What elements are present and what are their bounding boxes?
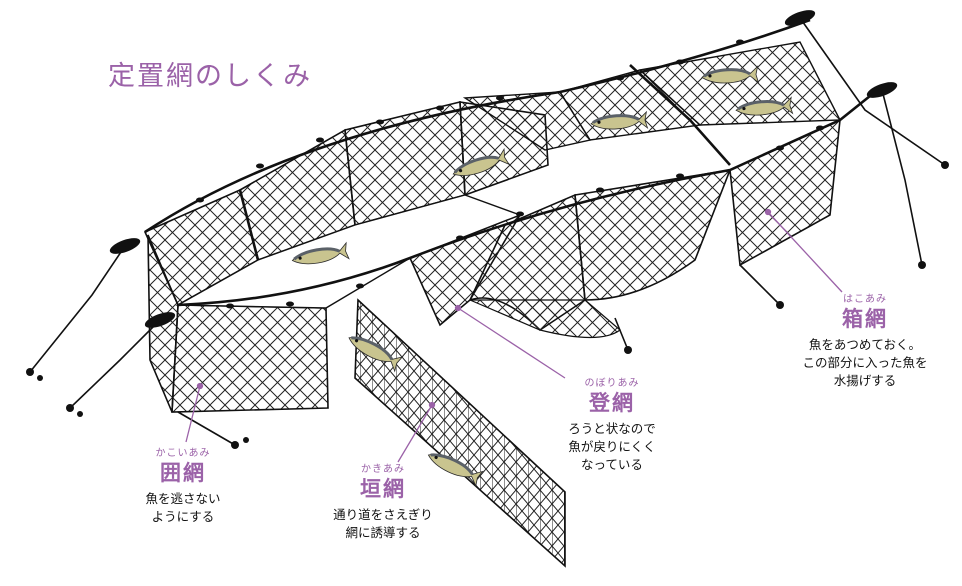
desc-kakoi-2: ようにする xyxy=(151,509,215,524)
callout-hako: はこあみ 箱網 魚をあつめておく。 この部分に入った魚を 水揚げする xyxy=(790,294,940,390)
desc-nobori-2: 魚が戻りにくく xyxy=(568,439,656,454)
ruby-nobori: のぼりあみ xyxy=(584,378,640,389)
kaki-net-panel xyxy=(354,298,566,568)
desc-nobori-3: なっている xyxy=(581,457,643,472)
ruby-hako: はこあみ xyxy=(843,294,887,305)
hako-net-panel xyxy=(729,118,841,267)
callout-leader xyxy=(185,208,843,463)
desc-kakoi-1: 魚を逃さない xyxy=(145,491,221,506)
desc-hako-1: 魚をあつめておく。 xyxy=(808,337,922,352)
anchor-line xyxy=(29,17,946,446)
float-rope xyxy=(144,18,876,307)
term-kaki: 垣網 xyxy=(360,477,406,501)
desc-hako-2: この部分に入った魚を xyxy=(802,355,928,370)
desc-nobori-1: ろうと状なので xyxy=(568,421,656,436)
ruby-kaki: かきあみ xyxy=(361,464,405,475)
term-hako: 箱網 xyxy=(842,307,888,331)
anchor-icon xyxy=(26,161,949,449)
ruby-kakoi: かこいあみ xyxy=(155,448,211,459)
callout-kakoi: かこいあみ 囲網 魚を逃さない ようにする xyxy=(128,448,238,526)
term-nobori: 登網 xyxy=(589,391,635,415)
callout-nobori: のぼりあみ 登網 ろうと状なので 魚が戻りにくく なっている xyxy=(552,378,672,474)
desc-hako-3: 水揚げする xyxy=(833,373,897,388)
callout-kaki: かきあみ 垣網 通り道をさえぎり 網に誘導する xyxy=(318,464,448,542)
desc-kaki-1: 通り道をさえぎり xyxy=(333,507,433,522)
net-mesh xyxy=(143,41,842,568)
page-title: 定置網のしくみ xyxy=(108,61,313,92)
term-kakoi: 囲網 xyxy=(160,461,206,485)
desc-kaki-2: 網に誘導する xyxy=(345,525,421,540)
